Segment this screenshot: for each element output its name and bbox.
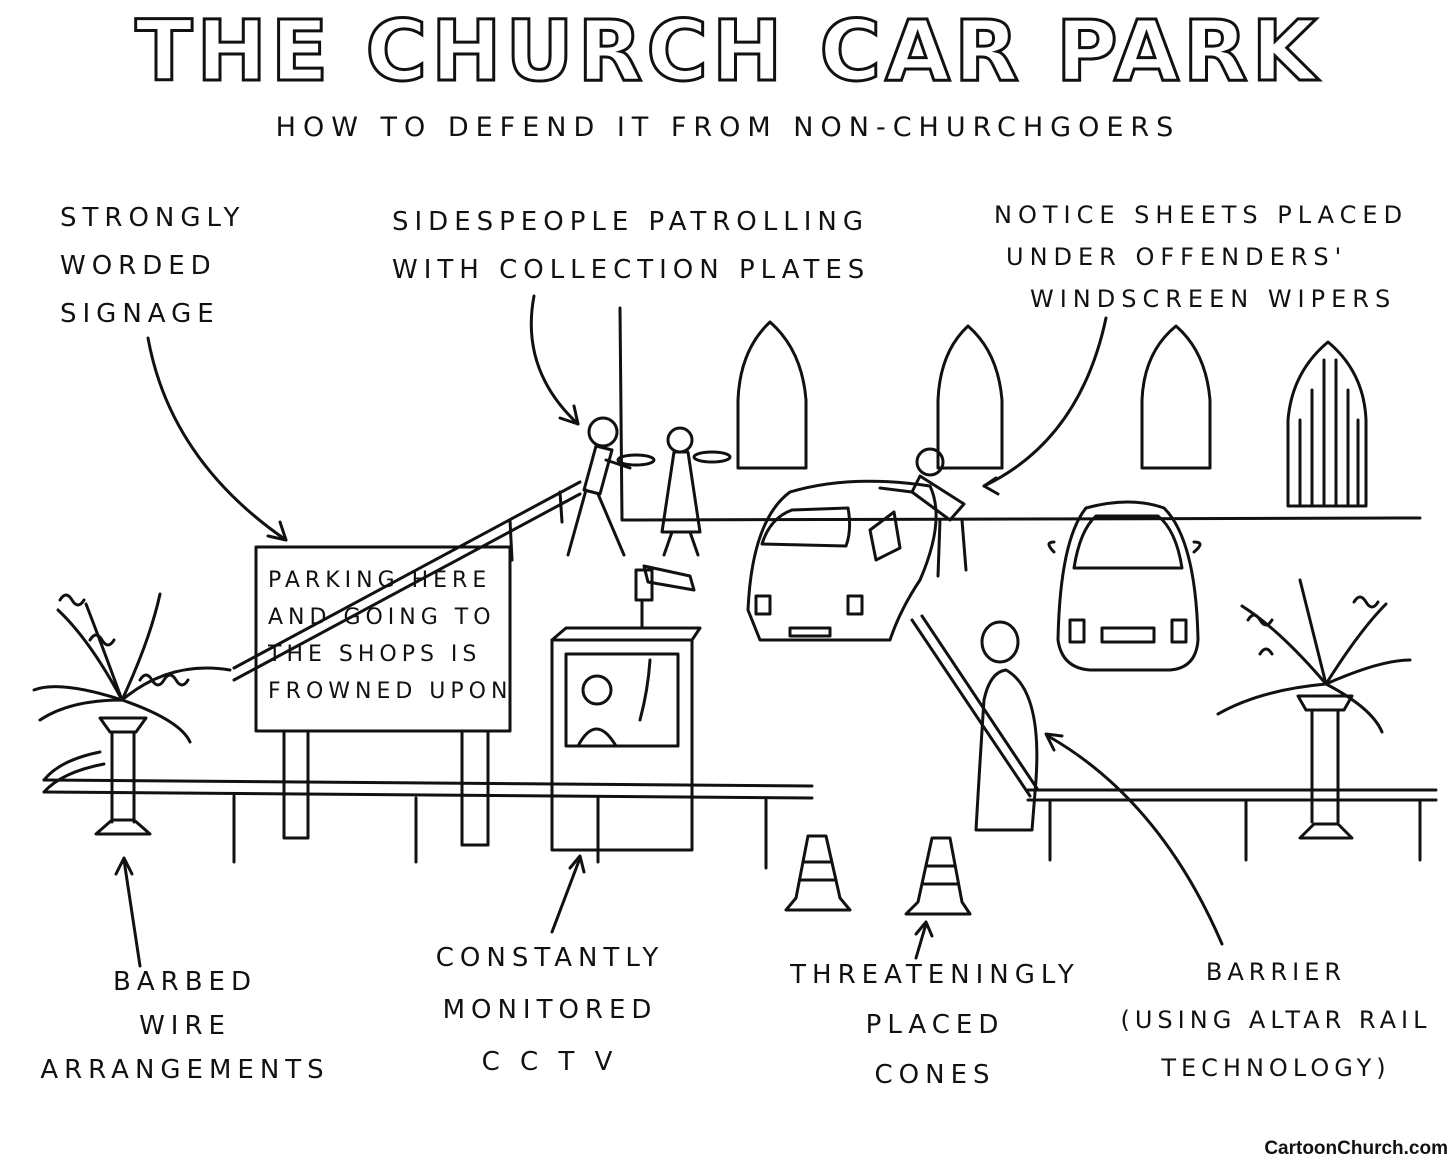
sign-line: FROWNED UPON (268, 679, 513, 704)
label-line: PLACED (865, 1010, 1005, 1040)
signage-board (256, 547, 510, 845)
label-line: BARBED (113, 967, 257, 997)
cctv-hut (552, 566, 700, 850)
barbed-wire-left (34, 594, 230, 834)
label-line: WIRE (139, 1011, 231, 1041)
label-line: CONSTANTLY (435, 943, 665, 973)
label-notice-sheets: NOTICE SHEETS PLACED UNDER OFFENDERS' WI… (994, 194, 1408, 320)
label-barbed-wire: BARBED WIRE ARRANGEMENTS (40, 960, 330, 1092)
car-right (1049, 502, 1200, 670)
cartoon-subtitle: HOW TO DEFEND IT FROM NON-CHURCHGOERS (275, 112, 1181, 143)
label-line: NOTICE SHEETS PLACED (994, 201, 1409, 229)
label-cctv: CONSTANTLY MONITORED C C T V (420, 932, 680, 1088)
stair-rail (234, 482, 580, 680)
notice-placer (880, 449, 966, 576)
label-line: TECHNOLOGY) (1161, 1054, 1391, 1082)
barbed-wire-right (1218, 580, 1410, 838)
label-line: THREATENINGLY (790, 960, 1080, 990)
label-sidespeople: SIDESPEOPLE PATROLLING WITH COLLECTION P… (392, 198, 870, 294)
label-signage: STRONGLY WORDED SIGNAGE (60, 194, 245, 338)
label-cones: THREATENINGLY PLACED CONES (790, 950, 1080, 1100)
label-line: STRONGLY (60, 203, 246, 233)
site-credit: CartoonChurch.com (1264, 1138, 1448, 1159)
label-line: SIDESPEOPLE PATROLLING (392, 207, 869, 237)
label-line: WITH COLLECTION PLATES (392, 255, 871, 285)
cartoon-title: THE CHURCH CAR PARK (134, 1, 1321, 102)
label-line: WORDED (60, 251, 217, 281)
label-line: WINDSCREEN WIPERS (1030, 285, 1397, 313)
label-barrier: BARRIER (USING ALTAR RAIL TECHNOLOGY) (1116, 948, 1436, 1092)
label-line: ARRANGEMENTS (40, 1055, 330, 1085)
label-line: UNDER OFFENDERS' (1006, 243, 1348, 271)
sign-line: THE SHOPS IS (268, 642, 482, 667)
label-line: C C T V (481, 1047, 619, 1077)
church-wall (620, 308, 1420, 520)
sidespeople (568, 418, 730, 555)
sign-line: AND GOING TO (268, 605, 496, 630)
pointer-arrows (116, 296, 1222, 966)
label-line: CONES (874, 1060, 996, 1090)
sign-text: PARKING HERE AND GOING TO THE SHOPS IS F… (268, 562, 512, 710)
label-line: (USING ALTAR RAIL (1120, 1006, 1432, 1034)
sign-line: PARKING HERE (268, 568, 492, 593)
cones (786, 836, 970, 914)
label-line: MONITORED (442, 995, 658, 1025)
barrier-holder (912, 616, 1038, 830)
label-line: SIGNAGE (60, 299, 220, 329)
car-left (748, 481, 936, 640)
perimeter-rail (44, 752, 1436, 868)
label-line: BARRIER (1205, 958, 1347, 986)
